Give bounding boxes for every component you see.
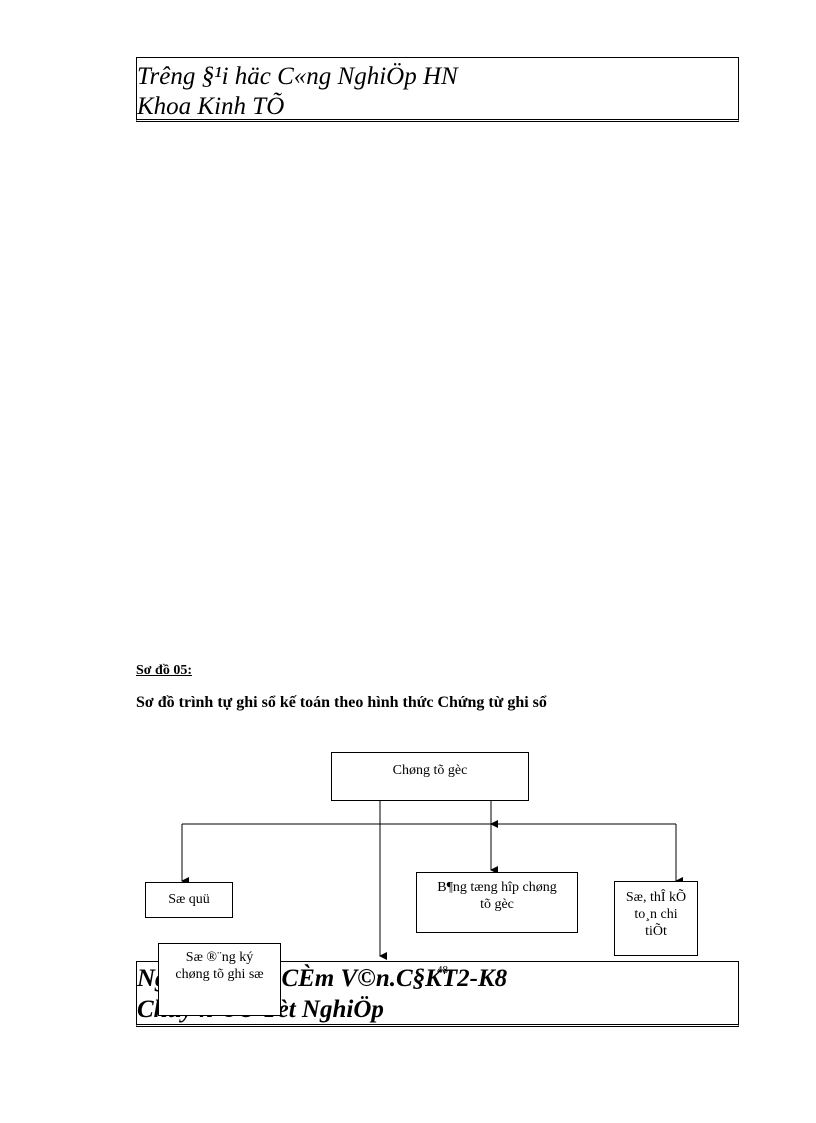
- node-source-documents: Chøng tõ gèc: [331, 752, 529, 801]
- school-name: Trêng §¹i häc C«ng NghiÖp HN: [137, 63, 458, 90]
- page-number: 48: [437, 964, 448, 976]
- diagram-title: Sơ đồ trình tự ghi sổ kế toán theo hình …: [136, 694, 547, 711]
- header-box: Trêng §¹i häc C«ng NghiÖp HN Khoa Kinh T…: [136, 57, 739, 122]
- node-register: Sæ ®¨ng ký chøng tõ ghi sæ: [158, 943, 281, 1016]
- node-source-label: Chøng tõ gèc: [392, 763, 468, 778]
- node-detail-label: Sæ, thÎ kÕ to¸n chi tiÕt: [625, 890, 687, 939]
- node-detail-ledger: Sæ, thÎ kÕ to¸n chi tiÕt: [614, 881, 698, 956]
- faculty-name: Khoa Kinh TÕ: [137, 93, 285, 120]
- node-cashbook-label: Sæ quü: [168, 892, 210, 907]
- node-summary: B¶ng tæng hîp chøng tõ gèc: [416, 872, 578, 933]
- node-summary-label: B¶ng tæng hîp chøng tõ gèc: [437, 880, 557, 912]
- node-register-label: Sæ ®¨ng ký chøng tõ ghi sæ: [175, 950, 264, 982]
- diagram-label: Sơ đồ 05:: [136, 663, 192, 678]
- node-cashbook: Sæ quü: [145, 882, 233, 918]
